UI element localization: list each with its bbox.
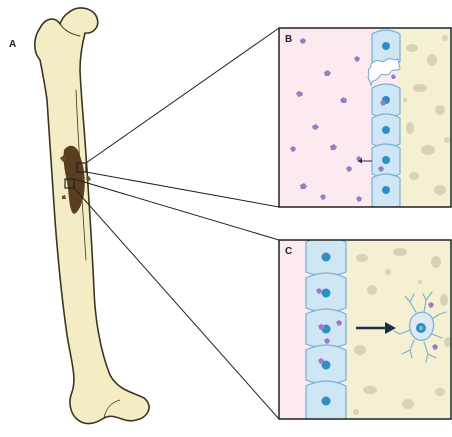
panel-c-label: C — [285, 246, 292, 257]
panel-c: C — [279, 237, 452, 422]
bone-matrix-b — [398, 28, 451, 207]
cell-nucleus — [322, 289, 331, 298]
panel-b-label: B — [285, 34, 292, 45]
lining-cells-c — [306, 237, 346, 422]
panel-a-label: A — [9, 39, 16, 50]
lining-cells-b — [368, 30, 400, 209]
cell-nucleus — [382, 186, 390, 194]
cell-nucleus — [382, 126, 390, 134]
panel-b: B — [279, 28, 451, 209]
osteocyte-nucleolus — [419, 326, 423, 330]
cell-nucleus — [322, 397, 331, 406]
cell-nucleus — [382, 42, 390, 50]
femur-bone-icon — [35, 8, 149, 424]
panel-a: A — [9, 8, 149, 424]
cell-nucleus — [382, 156, 390, 164]
cell-nucleus — [322, 253, 331, 262]
